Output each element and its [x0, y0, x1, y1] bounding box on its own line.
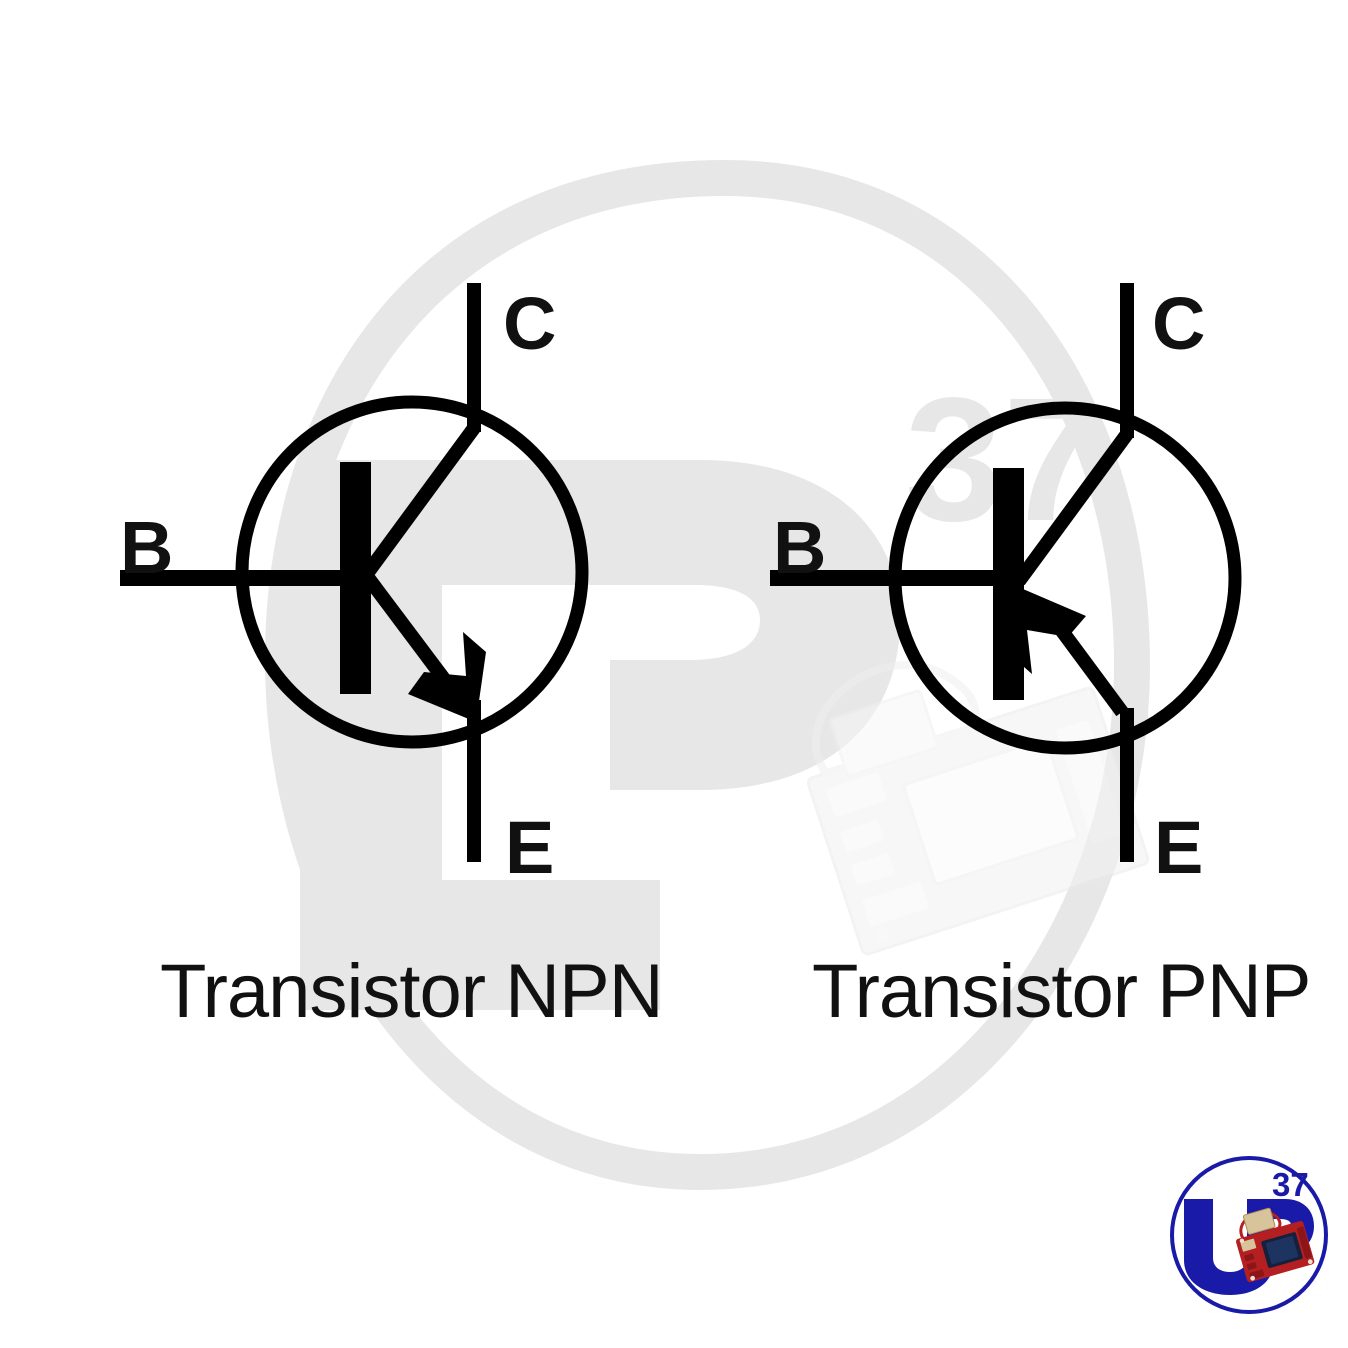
npn-base-label: B — [120, 506, 174, 589]
npn-caption: Transistor NPN — [160, 949, 664, 1034]
pnp-transistor-symbol — [770, 283, 1242, 862]
npn-emitter-arrowhead-icon — [408, 632, 486, 722]
pnp-collector-label: C — [1152, 282, 1206, 365]
pnp-collector-diagonal-icon — [1013, 429, 1133, 586]
npn-collector-diagonal-icon — [360, 423, 480, 580]
npn-emitter-label: E — [505, 806, 555, 889]
watermark-letter-d-icon — [442, 460, 900, 790]
pnp-emitter-label: E — [1154, 806, 1204, 889]
npn-transistor-symbol — [120, 283, 589, 862]
pnp-emitter-arrowhead-icon — [1008, 586, 1086, 674]
pnp-caption: Transistor PNP — [812, 949, 1311, 1034]
pnp-base-label: B — [773, 506, 827, 589]
npn-collector-label: C — [503, 282, 557, 365]
